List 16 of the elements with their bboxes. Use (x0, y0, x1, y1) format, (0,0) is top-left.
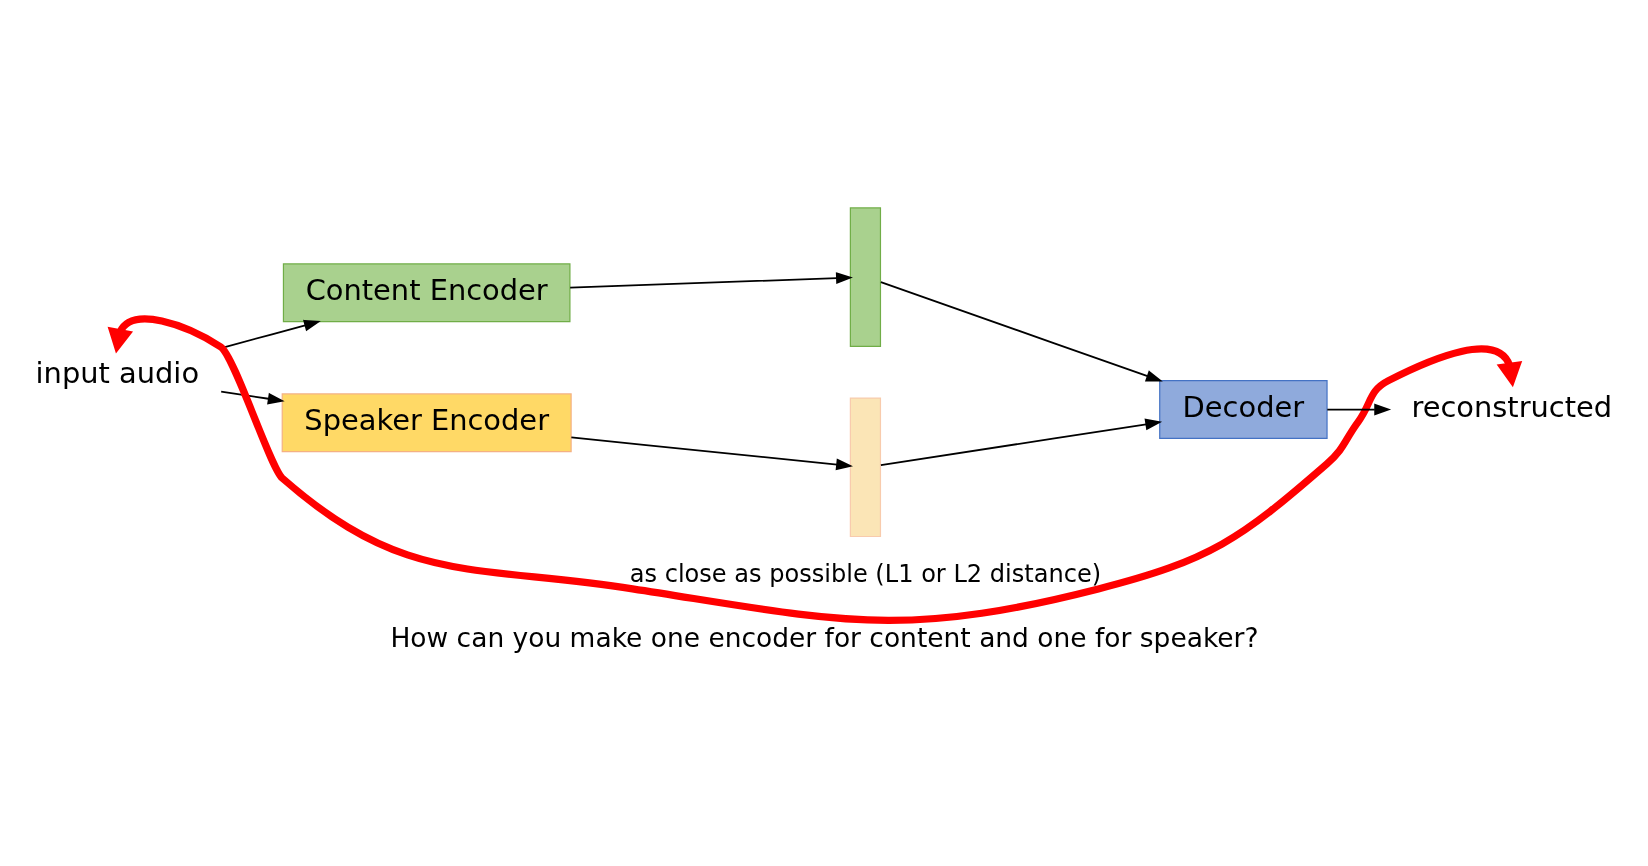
arrow (879, 280, 1163, 382)
arrow (107, 315, 1522, 624)
node-bar (849, 206, 881, 347)
node-text: reconstructed (1410, 389, 1612, 424)
arrow (569, 436, 853, 470)
arrow (1325, 403, 1391, 415)
node-box: Speaker Encoder (281, 392, 572, 452)
node-text: input audio (35, 355, 199, 390)
arrow (568, 271, 853, 289)
edge-label: as close as possible (L1 or L2 distance) (629, 559, 1101, 588)
caption: How can you make one encoder for content and one for speaker? (389, 621, 1259, 653)
arrow (219, 390, 285, 405)
arrow (879, 418, 1162, 466)
node-bar (849, 397, 881, 537)
node-box: Decoder (1158, 379, 1328, 439)
node-box: Content Encoder (282, 262, 570, 322)
